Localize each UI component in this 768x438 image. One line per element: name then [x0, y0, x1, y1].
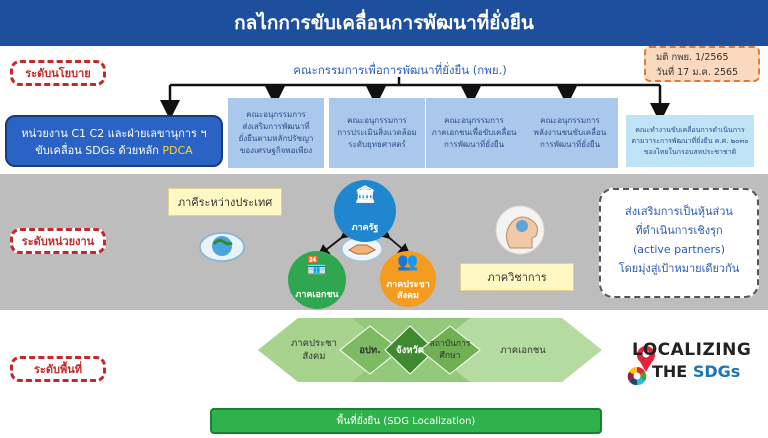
- subcommittee-line: ยั่งยืนตามหลักปรัชญา: [238, 134, 314, 143]
- government-building-icon: 🏛: [354, 185, 376, 205]
- active-partners-line-2: ที่ดำเนินการเชิงรุก: [635, 224, 723, 237]
- area-civil-line-1: ภาคประชา: [291, 338, 337, 349]
- logo-line-1: LOCALIZING: [632, 340, 752, 360]
- area-education-label: สถาบันการ ศึกษา: [424, 338, 476, 362]
- subcommittee-line: คณะอนุกรรมการ: [246, 110, 306, 119]
- working-group-line: ตามวาระการพัฒนาที่ยั่งยืน ค.ศ. ๒๐๓๐: [631, 136, 749, 145]
- active-partners-line-3: (active partners): [632, 243, 726, 256]
- area-civil-line-2: สังคม: [302, 351, 326, 362]
- subcommittee-box: คณะอนุกรรมการ ภาคเอกชนเพื่อขับเคลื่อน กา…: [426, 98, 522, 168]
- state-sector-circle: 🏛 ภาครัฐ: [334, 180, 396, 242]
- resolution-line-1: มติ กพย. 1/2565: [656, 52, 729, 63]
- area-lao-label: อปท.: [359, 345, 381, 356]
- area-education-line-1: สถาบันการ: [429, 339, 471, 349]
- working-group-line: คณะทำงานขับเคลื่อนการดำเนินการ: [635, 125, 745, 134]
- civil-society-label: ภาคประชา สังคม: [386, 280, 430, 302]
- main-unit-box: หน่วยงาน C1 C2 และฝ่ายเลขานุการ ฯ ขับเคล…: [5, 115, 223, 167]
- subcommittee-line: ส่งเสริมการพัฒนาที่: [242, 122, 310, 131]
- subcommittee-box: คณะอนุกรรมการ การประเมินสิ่งแวดล้อม ระดั…: [329, 98, 425, 168]
- logo-sdgs: SDGs: [692, 362, 741, 381]
- shop-icon: 🏪: [306, 256, 328, 276]
- active-partners-line-4: โดยมุ่งสู่เป้าหมายเดียวกัน: [618, 262, 740, 275]
- subcommittee-line: การพัฒนาที่ยั่งยืน: [539, 140, 601, 149]
- private-sector-circle: 🏪 ภาคเอกชน: [288, 251, 346, 309]
- level-label-area: ระดับพื้นที่: [10, 356, 106, 382]
- main-unit-line-2-text: ขับเคลื่อน SDGs ด้วยหลัก: [35, 144, 159, 157]
- sdg-localization-bar: พื้นที่ยั่งยืน (SDG Localization): [210, 408, 602, 434]
- logo-the-sdgs: THE SDGs: [652, 362, 756, 381]
- state-sector-label: ภาครัฐ: [351, 223, 379, 233]
- area-education-line-2: ศึกษา: [439, 351, 461, 361]
- subcommittee-line: พลังงานชนขับเคลื่อน: [533, 128, 607, 137]
- active-partners-line-1: ส่งเสริมการเป็นหุ้นส่วน: [625, 205, 733, 218]
- resolution-line-2: วันที่ 17 ม.ค. 2565: [656, 67, 739, 78]
- subcommittee-line: คณะอนุกรรมการ: [540, 116, 600, 125]
- pdca-label: PDCA: [162, 144, 193, 157]
- civil-society-line-2: สังคม: [397, 291, 419, 301]
- level-label-policy: ระดับนโยบาย: [10, 60, 106, 86]
- subcommittee-line: การพัฒนาที่ยั่งยืน: [443, 140, 505, 149]
- area-private-label: ภาคเอกชน: [500, 345, 546, 356]
- private-sector-label: ภาคเอกชน: [295, 290, 339, 300]
- subcommittee-box: คณะอนุกรรมการ พลังงานชนขับเคลื่อน การพัฒ…: [522, 98, 618, 168]
- main-unit-line-1: หน่วยงาน C1 C2 และฝ่ายเลขานุการ ฯ: [21, 127, 207, 140]
- page-title: กลไกการขับเคลื่อนการพัฒนาที่ยั่งยืน: [0, 0, 768, 46]
- subcommittee-line: คณะอนุกรรมการ: [347, 116, 407, 125]
- committee-title: คณะกรรมการเพื่อการพัฒนาที่ยั่งยืน (กพย.): [293, 63, 507, 77]
- logo-the: THE: [652, 362, 688, 381]
- subcommittee-line: คณะอนุกรรมการ: [444, 116, 504, 125]
- people-icon: 👥: [397, 252, 419, 272]
- subcommittee-box: คณะอนุกรรมการ ส่งเสริมการพัฒนาที่ ยั่งยื…: [228, 98, 324, 168]
- active-partners-box: ส่งเสริมการเป็นหุ้นส่วน ที่ดำเนินการเชิง…: [599, 188, 759, 298]
- resolution-note: มติ กพย. 1/2565 วันที่ 17 ม.ค. 2565: [644, 46, 760, 82]
- main-unit-line-2: ขับเคลื่อน SDGs ด้วยหลัก PDCA: [7, 142, 221, 159]
- subcommittee-line: ของเศรษฐกิจพอเพียง: [239, 146, 313, 155]
- international-partners-label: ภาคีระหว่างประเทศ: [168, 188, 282, 216]
- subcommittee-line: ระดับยุทธศาสตร์: [348, 140, 406, 149]
- working-group-line: ของไทยในกรอบสหประชาชาติ: [643, 147, 737, 156]
- subcommittee-line: การประเมินสิ่งแวดล้อม: [337, 128, 417, 137]
- area-civil-society-label: ภาคประชา สังคม: [284, 337, 344, 363]
- working-group-box: คณะทำงานขับเคลื่อนการดำเนินการ ตามวาระกา…: [626, 115, 754, 167]
- subcommittee-line: ภาคเอกชนเพื่อขับเคลื่อน: [431, 128, 517, 137]
- academic-sector-label: ภาควิชาการ: [460, 263, 574, 291]
- localizing-logo-text: LOCALIZING: [606, 340, 756, 360]
- civil-society-circle: 👥 ภาคประชา สังคม: [380, 251, 436, 307]
- area-province-label: จังหวัด: [396, 345, 424, 356]
- level-label-agency: ระดับหน่วยงาน: [10, 228, 106, 254]
- civil-society-line-1: ภาคประชา: [386, 280, 430, 290]
